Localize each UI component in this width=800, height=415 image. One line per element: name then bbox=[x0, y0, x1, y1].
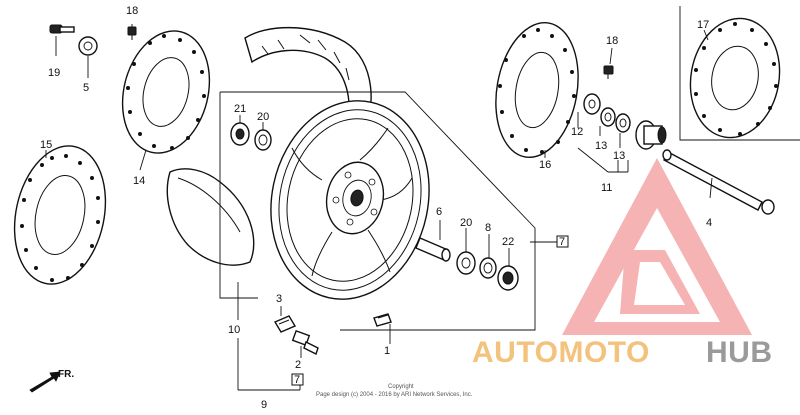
callout-7-right: 7 bbox=[559, 236, 565, 248]
callout-7-bottom: 7 bbox=[294, 374, 300, 386]
callout-15: 15 bbox=[40, 139, 52, 151]
assembly-outline bbox=[219, 91, 560, 331]
callout-18-right: 18 bbox=[606, 35, 618, 47]
collar-5 bbox=[78, 36, 98, 56]
copyright-line-1: Copyright bbox=[388, 384, 414, 390]
callout-13a: 13 bbox=[595, 140, 607, 152]
watermark-logo bbox=[562, 158, 752, 335]
callout-17: 17 bbox=[697, 19, 709, 31]
bearing-21 bbox=[230, 122, 250, 146]
axle-nut-assembly bbox=[635, 120, 667, 150]
callout-10: 10 bbox=[228, 324, 240, 336]
callout-14: 14 bbox=[133, 175, 145, 187]
brake-disc-left-upper bbox=[121, 30, 211, 154]
watermark-brand-part2: HUB bbox=[706, 336, 773, 369]
callout-20-upper: 20 bbox=[257, 111, 269, 123]
brake-disc-left-lower bbox=[13, 145, 107, 285]
callout-13b: 13 bbox=[613, 150, 625, 162]
callout-box-7-bottom bbox=[291, 373, 304, 386]
callout-22: 22 bbox=[502, 236, 514, 248]
bearing-20-lower bbox=[456, 251, 476, 275]
leader-lines bbox=[45, 24, 713, 391]
watermark-wordmark: AUTOMOTO HUB bbox=[472, 336, 773, 369]
callout-20-lower: 20 bbox=[460, 217, 472, 229]
tube bbox=[166, 168, 255, 266]
callout-3: 3 bbox=[276, 293, 282, 305]
callout-19: 19 bbox=[48, 67, 60, 79]
screw-18-left bbox=[127, 26, 137, 40]
bearing-13a bbox=[600, 107, 616, 127]
distance-collar-6 bbox=[415, 237, 451, 262]
bearing-13b bbox=[615, 113, 631, 133]
callout-labels: 1 2 3 4 5 6 7 7 8 9 10 11 12 13 13 14 15… bbox=[40, 5, 712, 411]
brake-disc-right-inner bbox=[495, 21, 579, 159]
balance-weight-3 bbox=[273, 315, 297, 333]
weight-1 bbox=[373, 313, 392, 327]
callout-16: 16 bbox=[539, 159, 551, 171]
collar-12 bbox=[583, 93, 601, 115]
copyright-line-2: Page design (c) 2004 - 2016 by ARI Netwo… bbox=[316, 392, 473, 398]
retainer-8 bbox=[479, 257, 497, 279]
front-direction-indicator: FR. bbox=[29, 369, 74, 393]
watermark-brand-part1: AUTOMOTO bbox=[472, 336, 650, 369]
disc-17-outline bbox=[679, 6, 800, 141]
callout-18-left: 18 bbox=[126, 5, 138, 17]
callout-11: 11 bbox=[601, 182, 612, 194]
callout-5: 5 bbox=[83, 82, 89, 94]
callout-9: 9 bbox=[261, 399, 267, 411]
callout-8: 8 bbox=[485, 222, 491, 234]
wheel-rim bbox=[270, 100, 430, 300]
bearing-20-upper bbox=[254, 129, 272, 151]
brake-disc-right-outer bbox=[689, 17, 781, 139]
callout-6: 6 bbox=[436, 206, 442, 218]
callout-2: 2 bbox=[295, 359, 301, 371]
callout-1: 1 bbox=[384, 345, 390, 357]
front-label: FR. bbox=[58, 369, 74, 380]
axle-4 bbox=[662, 149, 775, 215]
oil-seal-22 bbox=[497, 265, 519, 291]
callout-box-7-right bbox=[556, 235, 569, 248]
callout-4: 4 bbox=[706, 217, 712, 229]
callout-12: 12 bbox=[571, 126, 583, 138]
valve-2 bbox=[291, 330, 319, 355]
callout-21: 21 bbox=[234, 103, 246, 115]
screw-18-right bbox=[603, 65, 614, 79]
bolt-19 bbox=[49, 24, 75, 34]
